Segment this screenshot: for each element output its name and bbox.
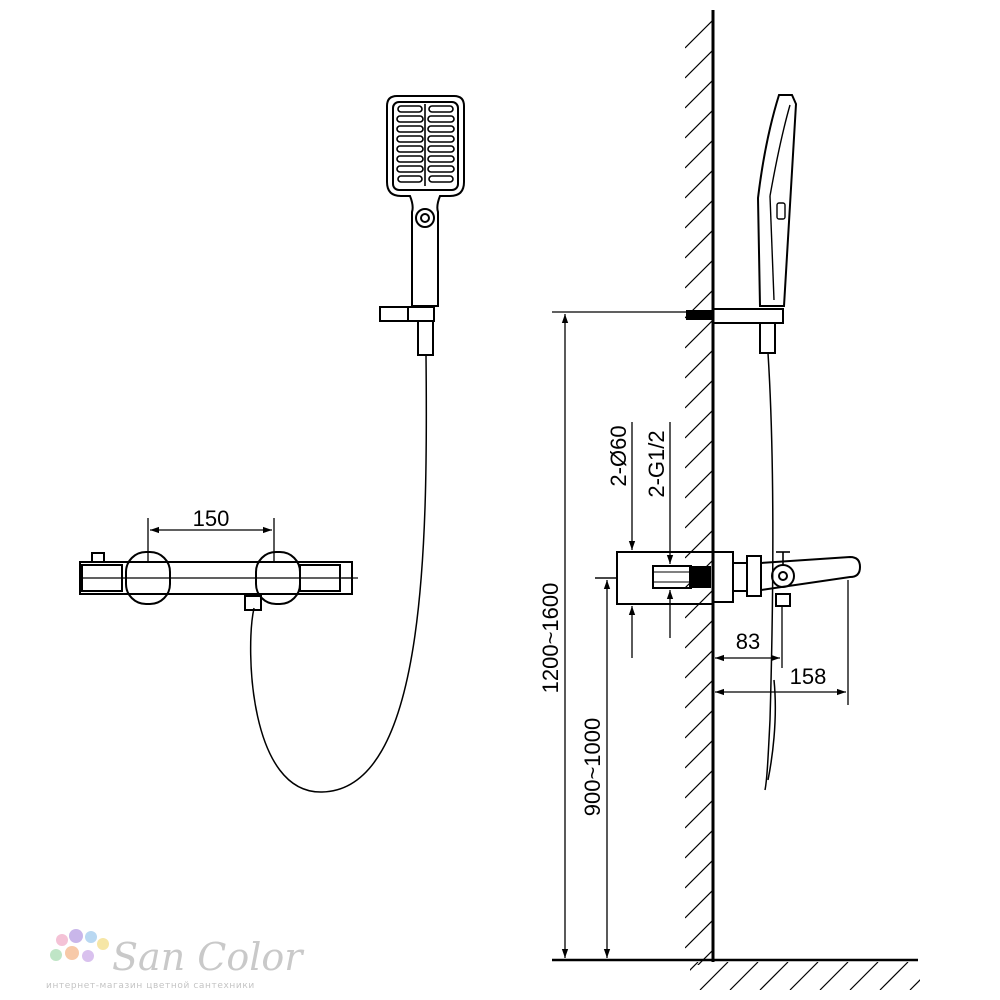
logo-dots-icon: [50, 929, 109, 962]
side-dimension-lines: [552, 311, 849, 958]
hand-shower-head: [386, 95, 465, 307]
dimension-1200-1600-label: 1200~1600: [538, 583, 563, 694]
shower-hose-front: [249, 354, 428, 793]
thermostatic-mixer-side: [595, 551, 862, 607]
spray-slots: [396, 104, 455, 186]
logo-dot: [97, 938, 109, 950]
dimension-150: [147, 518, 275, 562]
dimension-150-label: 150: [193, 506, 230, 531]
dimension-900-1000-label: 900~1000: [580, 718, 605, 817]
floor-section: [552, 958, 920, 990]
front-view: [79, 95, 465, 793]
dimension-158-label: 158: [790, 664, 827, 689]
logo-brand-text: San Color: [112, 935, 305, 979]
side-view-shower: [686, 94, 798, 791]
logo-dot: [69, 929, 83, 943]
thermostatic-mixer-front: [79, 551, 358, 611]
logo-dot: [50, 949, 62, 961]
wall-section: [685, 10, 715, 965]
logo-dot: [85, 931, 97, 943]
shower-hose-side: [764, 352, 774, 791]
dimension-diameter-label: 2-Ø60: [606, 425, 631, 486]
hand-shower-side: [756, 94, 798, 307]
logo-dot: [65, 946, 79, 960]
sancolor-logo: San Color интернет-магазин цветной санте…: [46, 929, 305, 991]
logo-dot: [82, 950, 94, 962]
logo-dot: [56, 934, 68, 946]
dimension-83-label: 83: [736, 629, 760, 654]
wall-holder-front: [379, 306, 435, 356]
wall-holder-side: [712, 308, 784, 324]
logo-tagline: интернет-магазин цветной сантехники: [46, 981, 255, 991]
dimension-thread-label: 2-G1/2: [644, 430, 669, 497]
